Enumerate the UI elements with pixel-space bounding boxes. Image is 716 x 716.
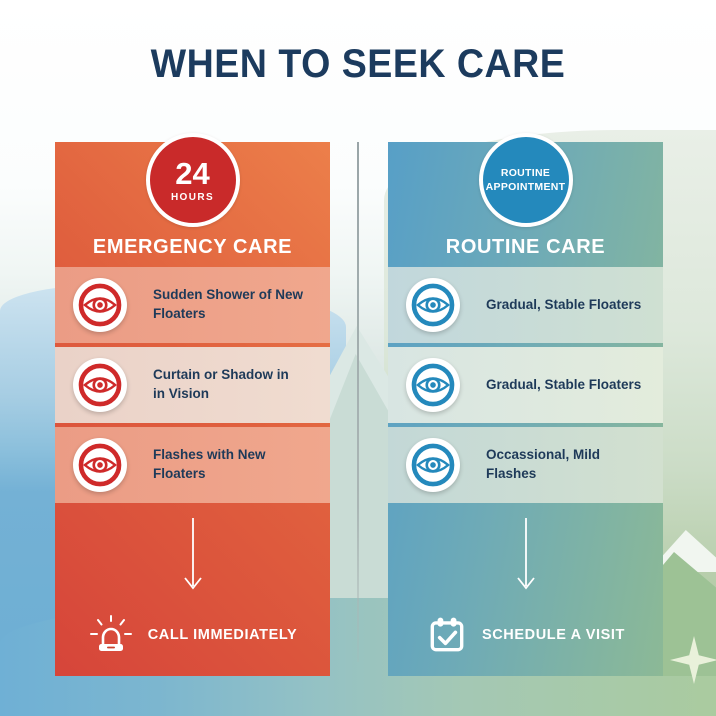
eye-icon [73, 438, 127, 492]
emergency-footer: CALL IMMEDIATELY [55, 503, 330, 676]
eye-icon [406, 358, 460, 412]
symptom-row: Sudden Shower of New Floaters [55, 267, 330, 343]
routine-action: SCHEDULE A VISIT [388, 607, 663, 663]
badge-text: APPOINTMENT [485, 181, 566, 193]
symptom-row: Occassional, Mild Flashes [388, 427, 663, 503]
symptom-line: Sudden Shower of New [153, 287, 304, 303]
siren-icon [88, 614, 134, 656]
symptom-line: Curtain or Shadow in [153, 367, 289, 383]
emergency-action: CALL IMMEDIATELY [55, 607, 330, 663]
symptom-line: Floaters [153, 466, 206, 481]
routine-column: ROUTINE APPOINTMENT ROUTINE CARE Gradual… [388, 133, 663, 676]
eye-icon [73, 358, 127, 412]
symptom-row: Flashes with New Floaters [55, 427, 330, 503]
symptom-row: Gradual, Stable Floaters [388, 347, 663, 423]
badge-text: 24 [175, 155, 210, 191]
symptom-line: Gradual, Stable Floaters [486, 376, 642, 392]
column-divider [357, 142, 359, 662]
symptom-text: Flashes with New Floaters [153, 446, 266, 484]
action-label: SCHEDULE A VISIT [481, 627, 626, 643]
down-arrow-icon [182, 517, 204, 602]
down-arrow-icon [515, 517, 537, 602]
calendar-check-icon [426, 614, 468, 656]
badge-text: HOURS [170, 191, 215, 203]
symptom-text: Sudden Shower of New Floaters [153, 286, 303, 324]
symptom-line: Flashes with New [153, 447, 266, 463]
eye-icon [406, 278, 460, 332]
symptom-text: Gradual, Stable Floaters [486, 296, 641, 315]
routine-badge: ROUTINE APPOINTMENT [478, 133, 573, 227]
emergency-column: 24 HOURS EMERGENCY CARE Sudden Shower of… [55, 133, 330, 676]
routine-footer: SCHEDULE A VISIT [388, 503, 663, 676]
action-label: CALL IMMEDIATELY [147, 627, 298, 643]
eye-icon [406, 438, 460, 492]
badge-text: ROUTINE [500, 166, 551, 179]
symptom-text: Gradual, Stable Floaters [486, 376, 641, 395]
eye-icon [73, 278, 127, 332]
emergency-badge: 24 HOURS [145, 133, 240, 227]
symptom-line: Gradual, Stable Floaters [486, 296, 642, 312]
symptom-text: Occassional, Mild Flashes [486, 446, 651, 484]
symptom-line: Occassional, Mild Flashes [486, 447, 601, 481]
page-title: WHEN TO SEEK CARE [150, 42, 566, 86]
emergency-header: EMERGENCY CARE [92, 236, 293, 258]
symptom-line: Floaters [153, 306, 206, 321]
symptom-line: in Vision [153, 386, 210, 401]
symptom-row: Gradual, Stable Floaters [388, 267, 663, 343]
symptom-row: Curtain or Shadow in in Vision [55, 347, 330, 423]
symptom-text: Curtain or Shadow in in Vision [153, 366, 289, 404]
routine-header: ROUTINE CARE [445, 236, 606, 258]
